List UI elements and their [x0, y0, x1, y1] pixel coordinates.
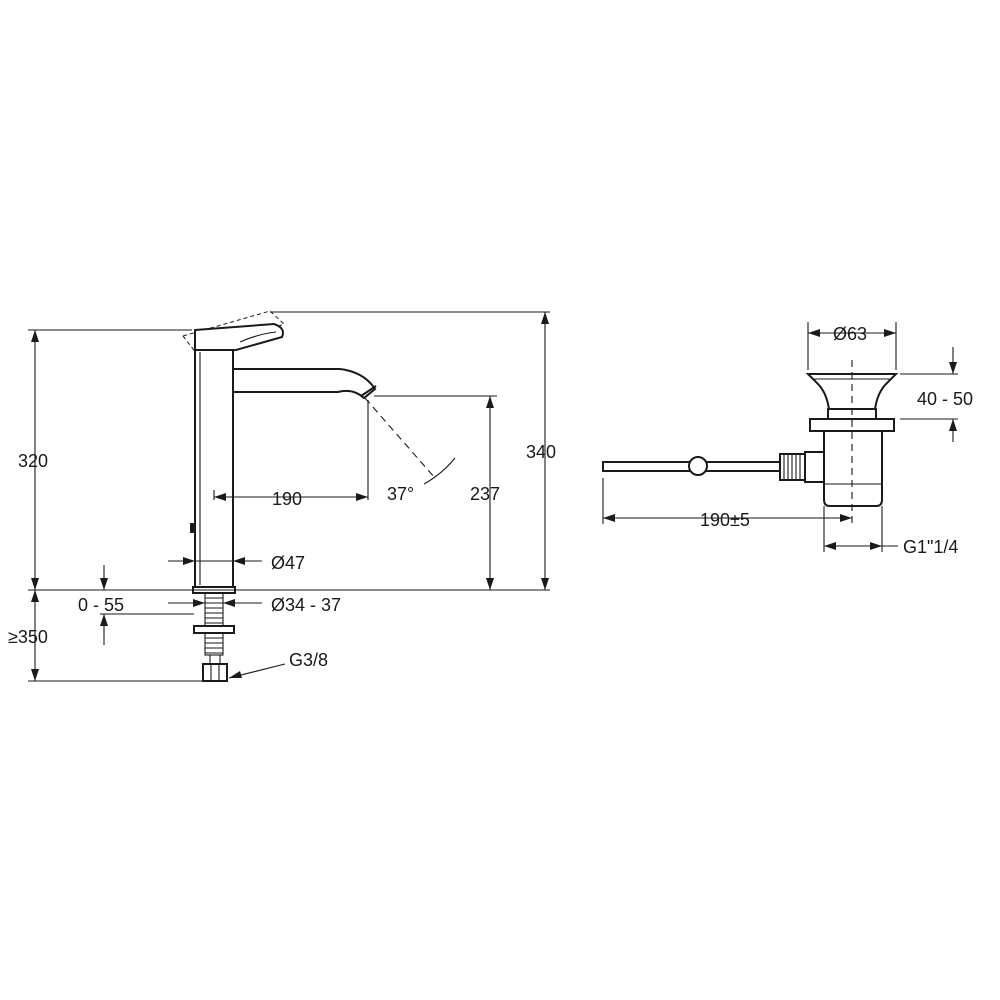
faucet-drawing — [182, 310, 456, 682]
label-height-340: 340 — [526, 442, 556, 462]
label-outlet-thread: G1"1/4 — [903, 537, 958, 557]
water-flow-axis — [364, 397, 436, 479]
label-height-320: 320 — [18, 451, 48, 471]
handle-groove — [239, 331, 277, 343]
label-rod-length: 190±5 — [700, 510, 750, 530]
waste-dimensions: Ø63 40 - 50 190±5 G1"1/4 — [602, 322, 973, 557]
label-hose-length: ≥350 — [8, 627, 48, 647]
label-deck-thickness: 0 - 55 — [78, 595, 124, 615]
label-waste-height: 40 - 50 — [917, 389, 973, 409]
spout — [232, 368, 377, 400]
label-angle-37: 37° — [387, 484, 414, 504]
faucet-body — [194, 349, 234, 588]
angle-arc — [423, 457, 456, 485]
label-hole-diameter: Ø34 - 37 — [271, 595, 341, 615]
fixing-nut — [193, 625, 235, 634]
rod-ball — [688, 456, 708, 476]
waste-drawing — [602, 360, 899, 525]
threaded-rod — [204, 592, 224, 656]
label-reach-190: 190 — [272, 489, 302, 509]
popup-knob — [190, 523, 195, 533]
faucet-dimensions: 320 340 237 190 37° Ø47 Ø34 - 37 0 - 55 … — [8, 311, 556, 682]
label-flange-diameter: Ø63 — [833, 324, 867, 344]
label-body-diameter: Ø47 — [271, 553, 305, 573]
waste-body — [823, 430, 883, 507]
label-height-237: 237 — [470, 484, 500, 504]
connection-nut — [202, 663, 228, 682]
handle-lever — [194, 322, 284, 354]
label-connection-thread: G3/8 — [289, 650, 328, 670]
waste-side-port — [804, 451, 825, 483]
